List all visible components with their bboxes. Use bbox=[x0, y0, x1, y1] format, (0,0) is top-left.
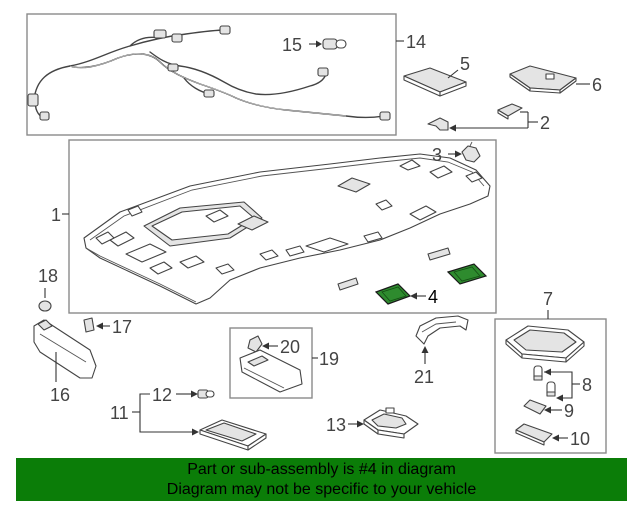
box-19-group: 19 20 bbox=[229, 327, 339, 399]
part-12-bulb[interactable] bbox=[176, 389, 215, 399]
part-7-console-lamp[interactable] bbox=[505, 325, 585, 363]
box-19 bbox=[229, 327, 313, 399]
callout-9[interactable]: 9 bbox=[564, 401, 574, 421]
callout-1[interactable]: 1 bbox=[51, 205, 61, 225]
part-17-holder[interactable] bbox=[83, 317, 110, 333]
box-7-group: 7 8 9 10 bbox=[494, 289, 607, 454]
part-11-map-lamp[interactable] bbox=[199, 419, 267, 451]
part-5-pad[interactable] bbox=[403, 67, 467, 97]
part-21-grab-handle[interactable] bbox=[415, 315, 469, 364]
part-10-lens[interactable] bbox=[515, 423, 568, 446]
callout-12[interactable]: 12 bbox=[152, 385, 172, 405]
bracket-left[interactable] bbox=[337, 277, 359, 291]
wire-harness[interactable] bbox=[27, 25, 391, 121]
box-7 bbox=[494, 318, 607, 454]
part-6-pad[interactable] bbox=[509, 65, 590, 94]
callout-14[interactable]: 14 bbox=[406, 32, 426, 52]
callout-19[interactable]: 19 bbox=[319, 349, 339, 369]
banner-line-1: Part or sub-assembly is #4 in diagram bbox=[187, 461, 456, 478]
bracket-right[interactable] bbox=[427, 247, 451, 261]
banner-line-2: Diagram may not be specific to your vehi… bbox=[166, 481, 477, 498]
part-3-clip[interactable] bbox=[448, 141, 481, 163]
callout-18[interactable]: 18 bbox=[38, 266, 58, 286]
harness-group: 14 15 bbox=[26, 13, 426, 136]
headliner-group: 1 bbox=[51, 139, 497, 314]
callout-4[interactable]: 4 bbox=[428, 287, 438, 307]
callout-2[interactable]: 2 bbox=[540, 113, 550, 133]
callout-21[interactable]: 21 bbox=[414, 367, 434, 387]
part-4-pads[interactable] bbox=[374, 263, 488, 305]
info-banner: Part or sub-assembly is #4 in diagram Di… bbox=[16, 458, 627, 501]
callout-3[interactable]: 3 bbox=[432, 145, 442, 165]
callout-17[interactable]: 17 bbox=[112, 317, 132, 337]
part-16-sun-visor[interactable] bbox=[33, 319, 97, 382]
headliner-box bbox=[68, 139, 497, 314]
callout-16[interactable]: 16 bbox=[50, 385, 70, 405]
callout-15[interactable]: 15 bbox=[282, 35, 302, 55]
harness-box bbox=[26, 13, 397, 136]
part-9-holder[interactable] bbox=[523, 399, 562, 415]
part-8-bulbs[interactable] bbox=[533, 365, 580, 402]
vanity-cover[interactable] bbox=[239, 349, 303, 393]
leader-11 bbox=[139, 393, 194, 433]
callout-20[interactable]: 20 bbox=[280, 337, 300, 357]
part-13-dome-lamp[interactable] bbox=[348, 407, 419, 439]
callout-13[interactable]: 13 bbox=[326, 415, 346, 435]
part-15-bulb[interactable] bbox=[309, 38, 347, 50]
callout-10[interactable]: 10 bbox=[570, 429, 590, 449]
callout-8[interactable]: 8 bbox=[582, 375, 592, 395]
callout-7[interactable]: 7 bbox=[543, 289, 553, 309]
callout-6[interactable]: 6 bbox=[592, 75, 602, 95]
headliner-panel[interactable] bbox=[83, 153, 491, 305]
callout-11[interactable]: 11 bbox=[110, 403, 129, 423]
part-18-clip[interactable] bbox=[38, 288, 52, 312]
part-20-bulb[interactable] bbox=[247, 335, 278, 353]
callout-5[interactable]: 5 bbox=[460, 54, 470, 74]
part-2-clips[interactable] bbox=[427, 103, 538, 132]
